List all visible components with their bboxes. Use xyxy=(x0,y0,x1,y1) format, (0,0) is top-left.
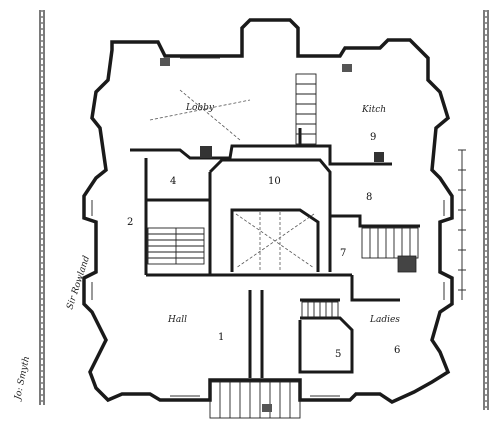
annotation-room-9: Kitch xyxy=(361,105,386,115)
annotation-left-margin: Jo: Smyth xyxy=(13,355,32,402)
scale-bar xyxy=(458,149,466,300)
room-label-5: 5 xyxy=(335,349,341,360)
annotation-room-6: Ladies xyxy=(369,315,400,325)
windows xyxy=(91,57,445,397)
fireplaces xyxy=(160,58,384,412)
courtyard-sketch xyxy=(235,212,315,270)
stair-left xyxy=(147,227,205,265)
room-label-2: 2 xyxy=(127,217,133,228)
entrance-steps xyxy=(209,381,301,419)
annotation-room-1: Hall xyxy=(167,315,187,325)
stair-right xyxy=(361,227,419,273)
room-label-6: 6 xyxy=(394,345,400,356)
room-label-10: 10 xyxy=(268,176,281,187)
right-border-rod xyxy=(483,10,489,410)
room-label-1: 1 xyxy=(218,332,224,343)
room-label-4: 4 xyxy=(170,176,176,187)
left-border-rod xyxy=(39,10,45,405)
room-label-8: 8 xyxy=(366,192,372,203)
room-label-9: 9 xyxy=(370,132,376,143)
stair-top-right xyxy=(295,73,317,145)
interior-walls xyxy=(130,128,420,378)
room-label-7: 7 xyxy=(340,248,346,259)
stair-bottom xyxy=(301,301,339,319)
pencil-sketch xyxy=(149,89,251,141)
annotation-top-centre: Lobby xyxy=(185,103,215,113)
